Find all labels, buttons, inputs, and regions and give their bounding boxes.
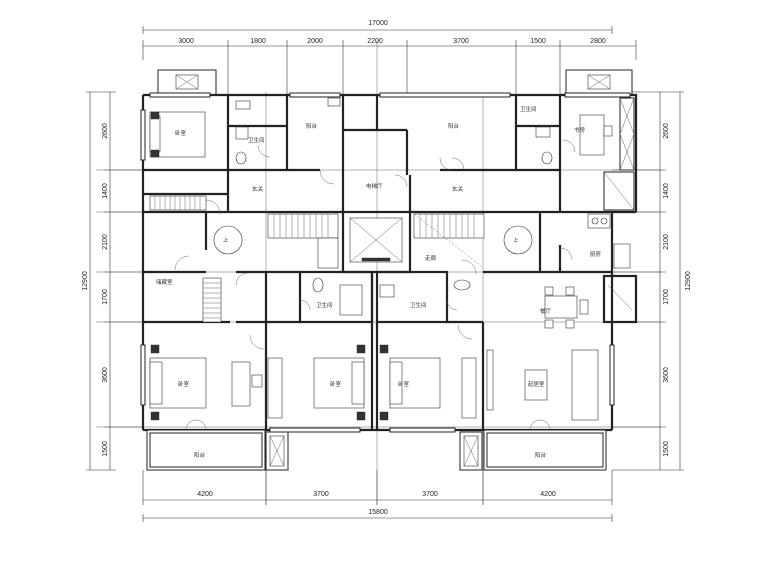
dim-left-3: 2100 [102, 234, 109, 250]
label-bedroom-bottom-mid-right: 卧室 [398, 380, 410, 388]
dim-top-7: 2800 [590, 38, 606, 45]
label-dining: 餐厅 [540, 307, 552, 315]
dim-right-2: 1400 [663, 183, 670, 199]
dim-left-4: 1700 [102, 289, 109, 305]
dim-top-1: 3000 [178, 38, 194, 45]
label-balcony-bottom-left: 阳台 [194, 451, 206, 459]
bottom-balconies [146, 429, 607, 471]
dim-bottom-1: 4200 [197, 491, 213, 498]
label-bathroom-mid-left: 卫生间 [316, 301, 333, 309]
label-stair-up-right: 上 [513, 236, 519, 244]
dim-top-2: 1800 [250, 38, 266, 45]
dim-right-4: 1700 [663, 289, 670, 305]
doors [174, 139, 576, 431]
dim-left-1: 2600 [102, 123, 109, 139]
dim-bottom-4: 4200 [540, 491, 556, 498]
label-kitchen: 厨房 [590, 250, 602, 258]
dim-bottom-3: 3700 [422, 491, 438, 498]
dim-top-6: 1500 [530, 38, 546, 45]
label-bedroom-bottom-left: 卧室 [178, 380, 190, 388]
dim-right-5: 3600 [663, 367, 670, 383]
walls [141, 93, 638, 432]
label-study: 书房 [574, 126, 586, 134]
label-bathroom-mid-right: 卫生间 [410, 301, 427, 309]
dim-top-total: 17000 [368, 20, 388, 27]
dim-left-2: 1400 [102, 183, 109, 199]
furniture [149, 97, 631, 421]
stair-left [149, 195, 243, 323]
dim-right-3: 2100 [663, 234, 670, 250]
label-bedroom-bottom-mid-left: 卧室 [330, 380, 342, 388]
label-bathroom-top-right: 卫生间 [520, 105, 537, 113]
label-bedroom-top-left: 卧室 [175, 129, 187, 137]
dim-right-total: 12900 [685, 271, 692, 291]
dim-bottom-2: 3700 [313, 491, 329, 498]
top-ac-units [157, 69, 633, 96]
label-balcony-top-left: 阳台 [306, 122, 318, 130]
label-balcony-bottom-right: 阳台 [535, 451, 547, 459]
windows [140, 92, 635, 433]
label-living: 起居室 [528, 380, 545, 388]
dim-left-total: 12900 [82, 271, 89, 291]
room-labels: 卧室 卫生间 阳台 阳台 卫生间 书房 玄关 电梯厅 玄关 上 上 储藏室 走廊… [156, 105, 602, 459]
dim-top-3: 2000 [307, 38, 323, 45]
dim-left-5: 3600 [102, 367, 109, 383]
label-stair-up-left: 上 [223, 236, 229, 244]
label-corridor-left: 玄关 [252, 185, 264, 193]
label-bathroom-top-left: 卫生间 [248, 136, 265, 144]
dim-bottom-total: 15800 [368, 509, 388, 516]
dimension-labels: 17000 3000 1800 2000 2200 3700 1500 2800… [82, 20, 692, 516]
elevator [349, 217, 403, 263]
dim-right-1: 2600 [663, 123, 670, 139]
label-storage: 储藏室 [156, 278, 173, 286]
label-corridor2: 走廊 [425, 254, 437, 262]
label-elevator-hall: 电梯厅 [366, 182, 383, 190]
dim-right-6: 1500 [663, 441, 670, 457]
label-balcony-top-right: 阳台 [448, 122, 460, 130]
dim-left-6: 1500 [102, 441, 109, 457]
dim-top-4: 2200 [367, 38, 383, 45]
dim-top-5: 3700 [453, 38, 469, 45]
stair-core [267, 213, 485, 269]
label-corridor-right: 玄关 [452, 185, 464, 193]
